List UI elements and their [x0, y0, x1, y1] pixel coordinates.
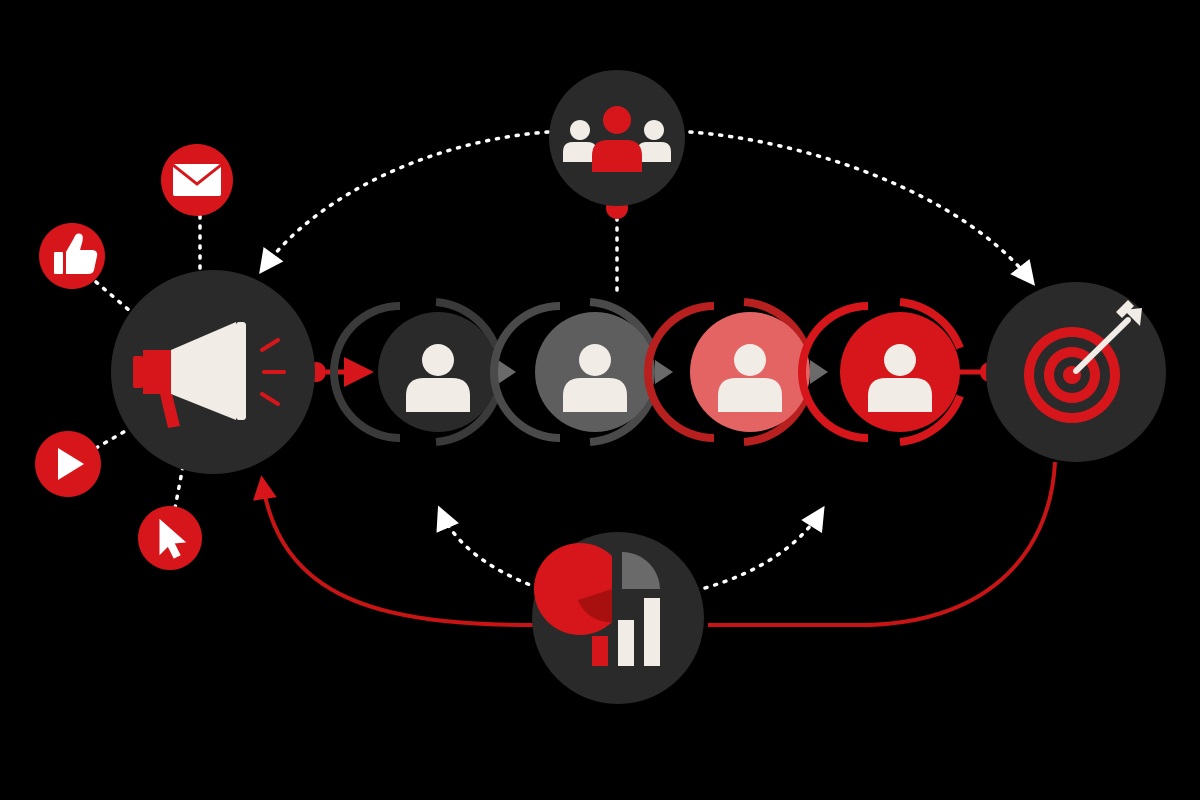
connector-analytics-to-stage-4: [703, 505, 825, 590]
node-audience: [549, 70, 685, 206]
node-stage-3: [644, 298, 828, 446]
analytics-chart-icon: [533, 543, 660, 666]
node-stage-1: [330, 298, 516, 446]
cursor-icon: [159, 518, 187, 559]
channel-email: [161, 144, 233, 216]
megaphone-icon: [133, 322, 286, 428]
channel-video: [35, 431, 101, 497]
thumbs-up-icon: [54, 233, 98, 274]
node-stage-2: [490, 298, 673, 446]
connector-target-to-analytics: [708, 461, 1057, 627]
channel-click: [138, 506, 202, 570]
node-megaphone: [111, 270, 315, 474]
channel-like: [39, 223, 105, 289]
node-analytics: [532, 532, 704, 704]
users-group-icon: [563, 106, 671, 172]
connector-analytics-to-stage-1: [436, 505, 540, 590]
connector-audience-to-megaphone: [259, 130, 550, 274]
play-icon: [58, 448, 84, 480]
node-target: [986, 282, 1166, 462]
target-arrow-icon: [1024, 300, 1142, 423]
node-stage-4: [798, 298, 964, 446]
email-icon: [172, 163, 222, 196]
spoke-click: [173, 438, 190, 510]
connector-audience-to-target: [688, 130, 1036, 286]
connector-analytics-to-megaphone: [252, 475, 536, 627]
